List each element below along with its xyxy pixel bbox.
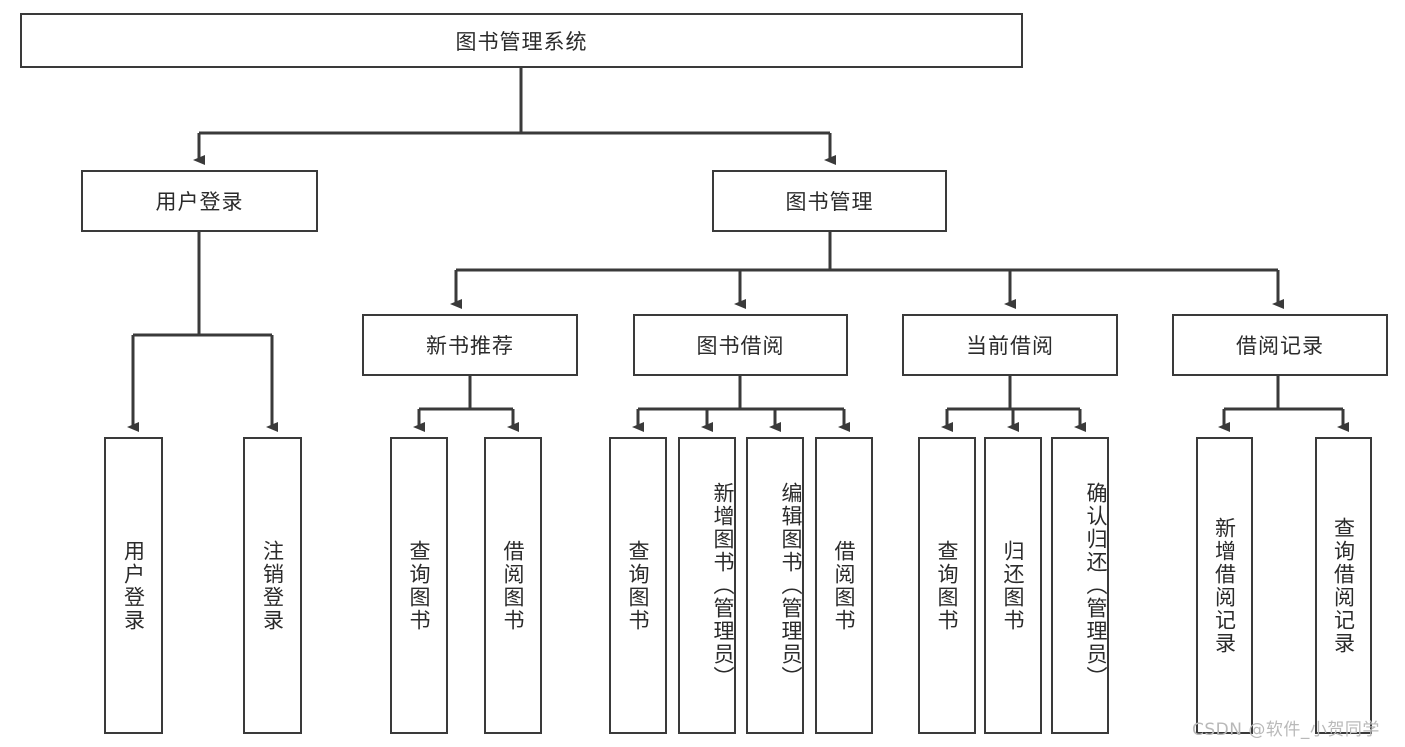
node-leaf-add-record[interactable]: 新增借阅记录 [1196, 437, 1253, 734]
node-leaf-confirm-return[interactable]: 确认归还（管理员） [1051, 437, 1109, 734]
node-leaf-user-login[interactable]: 用户登录 [104, 437, 163, 734]
node-leaf-borrow-book-2[interactable]: 借阅图书 [815, 437, 873, 734]
node-leaf-edit-book[interactable]: 编辑图书（管理员） [746, 437, 804, 734]
node-leaf-borrow-book-1-label: 借阅图书 [501, 539, 526, 632]
node-leaf-add-book-label: 新增图书（管理员） [711, 482, 735, 689]
node-leaf-query-book-2[interactable]: 查询图书 [609, 437, 667, 734]
node-borrow-record-label: 借阅记录 [1236, 334, 1324, 358]
node-root[interactable]: 图书管理系统 [20, 13, 1023, 68]
node-leaf-query-book-3[interactable]: 查询图书 [918, 437, 976, 734]
node-borrow-record[interactable]: 借阅记录 [1172, 314, 1388, 376]
node-leaf-logout-label: 注销登录 [260, 539, 285, 632]
node-root-label: 图书管理系统 [455, 29, 588, 54]
node-book-manage-label: 图书管理 [785, 190, 874, 214]
node-leaf-return-book-label: 归还图书 [1001, 539, 1026, 632]
node-leaf-user-login-label: 用户登录 [121, 539, 146, 632]
node-leaf-query-book-1-label: 查询图书 [407, 539, 432, 632]
node-new-book-recommend[interactable]: 新书推荐 [362, 314, 578, 376]
node-current-borrow[interactable]: 当前借阅 [902, 314, 1118, 376]
node-leaf-query-record[interactable]: 查询借阅记录 [1315, 437, 1372, 734]
node-leaf-query-record-label: 查询借阅记录 [1331, 516, 1356, 655]
node-leaf-confirm-return-label: 确认归还（管理员） [1084, 482, 1108, 689]
node-book-manage[interactable]: 图书管理 [712, 170, 947, 232]
node-current-borrow-label: 当前借阅 [966, 334, 1054, 358]
node-leaf-query-book-2-label: 查询图书 [626, 539, 651, 632]
node-leaf-return-book[interactable]: 归还图书 [984, 437, 1042, 734]
node-leaf-query-book-3-label: 查询图书 [935, 539, 960, 632]
node-new-book-recommend-label: 新书推荐 [426, 334, 514, 358]
node-leaf-logout[interactable]: 注销登录 [243, 437, 302, 734]
node-user-login[interactable]: 用户登录 [81, 170, 318, 232]
node-leaf-borrow-book-1[interactable]: 借阅图书 [484, 437, 542, 734]
node-book-borrow-label: 图书借阅 [696, 334, 785, 358]
node-leaf-add-book[interactable]: 新增图书（管理员） [678, 437, 736, 734]
node-leaf-edit-book-label: 编辑图书（管理员） [779, 482, 803, 689]
node-leaf-borrow-book-2-label: 借阅图书 [832, 539, 857, 632]
node-leaf-add-record-label: 新增借阅记录 [1212, 516, 1237, 655]
csdn-watermark: CSDN @软件_小贺同学 [1192, 720, 1380, 740]
node-leaf-query-book-1[interactable]: 查询图书 [390, 437, 448, 734]
node-book-borrow[interactable]: 图书借阅 [633, 314, 848, 376]
node-user-login-label: 用户登录 [155, 190, 244, 214]
